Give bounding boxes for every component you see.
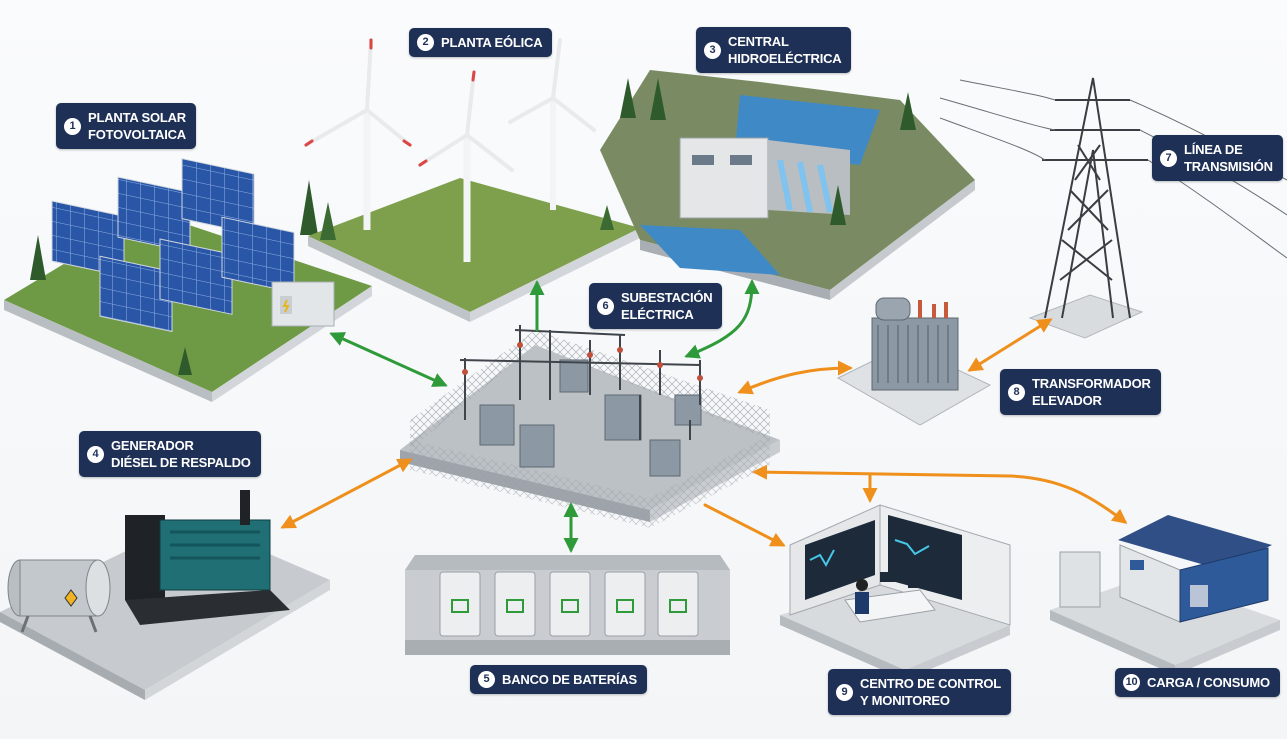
- label-line: y Monitoreo: [860, 692, 1001, 709]
- label-substation: 6 SubestaciónEléctrica: [589, 283, 722, 329]
- label-line: Centro de Control: [860, 675, 1001, 692]
- label-hydro-plant: 3 CentralHidroeléctrica: [696, 27, 851, 73]
- label-line: Elevador: [1032, 392, 1151, 409]
- step-up-transformer-illustration: [838, 298, 990, 425]
- arrow-substation-transformer: [740, 368, 850, 392]
- label-number: 4: [87, 446, 104, 463]
- label-solar-plant: 1 Planta SolarFotovoltaica: [56, 103, 196, 149]
- control-center-illustration: [780, 505, 1010, 680]
- label-line: Banco de Baterías: [502, 671, 637, 688]
- label-number: 1: [64, 118, 81, 135]
- label-step-up-transformer: 8 TransformadorElevador: [1000, 369, 1161, 415]
- label-line: Transmisión: [1184, 158, 1273, 175]
- arrow-substation-control: [705, 505, 783, 545]
- label-line: Central: [728, 33, 841, 50]
- label-wind-plant: 2 Planta Eólica: [409, 28, 552, 57]
- label-line: Fotovoltaica: [88, 126, 186, 143]
- label-line: Planta Eólica: [441, 34, 542, 51]
- label-number: 10: [1123, 674, 1140, 691]
- label-line: Diésel de Respaldo: [111, 454, 251, 471]
- substation-illustration: [400, 325, 780, 528]
- wind-plant-illustration: [306, 40, 640, 322]
- label-line: Eléctrica: [621, 306, 712, 323]
- battery-bank-illustration: [405, 555, 730, 655]
- label-number: 9: [836, 684, 853, 701]
- load-building-illustration: [1050, 515, 1280, 675]
- label-number: 6: [597, 298, 614, 315]
- label-number: 7: [1160, 150, 1177, 167]
- label-number: 2: [417, 34, 434, 51]
- label-control-center: 9 Centro de Controly Monitoreo: [828, 669, 1011, 715]
- diesel-generator-illustration: [0, 490, 330, 700]
- label-diesel-generator: 4 GeneradorDiésel de Respaldo: [79, 431, 261, 477]
- arrow-generator-substation: [283, 460, 410, 527]
- arrow-transformer-tower: [970, 320, 1050, 370]
- label-line: Hidroeléctrica: [728, 50, 841, 67]
- solar-plant-illustration: [4, 131, 372, 402]
- label-number: 8: [1008, 384, 1025, 401]
- arrow-substation-load: [755, 472, 1125, 522]
- label-line: Transformador: [1032, 375, 1151, 392]
- label-line: Línea de: [1184, 141, 1273, 158]
- label-line: Planta Solar: [88, 109, 186, 126]
- label-number: 5: [478, 671, 495, 688]
- hydro-plant-illustration: [600, 70, 975, 300]
- label-load-consumption: 10 Carga / Consumo: [1115, 668, 1280, 697]
- label-number: 3: [704, 42, 721, 59]
- label-transmission-line: 7 Línea deTransmisión: [1152, 135, 1283, 181]
- transmission-tower-illustration: [940, 78, 1287, 338]
- label-line: Generador: [111, 437, 251, 454]
- arrow-solar-substation: [332, 334, 445, 385]
- label-line: Subestación: [621, 289, 712, 306]
- label-line: Carga / Consumo: [1147, 674, 1270, 691]
- label-battery-bank: 5 Banco de Baterías: [470, 665, 647, 694]
